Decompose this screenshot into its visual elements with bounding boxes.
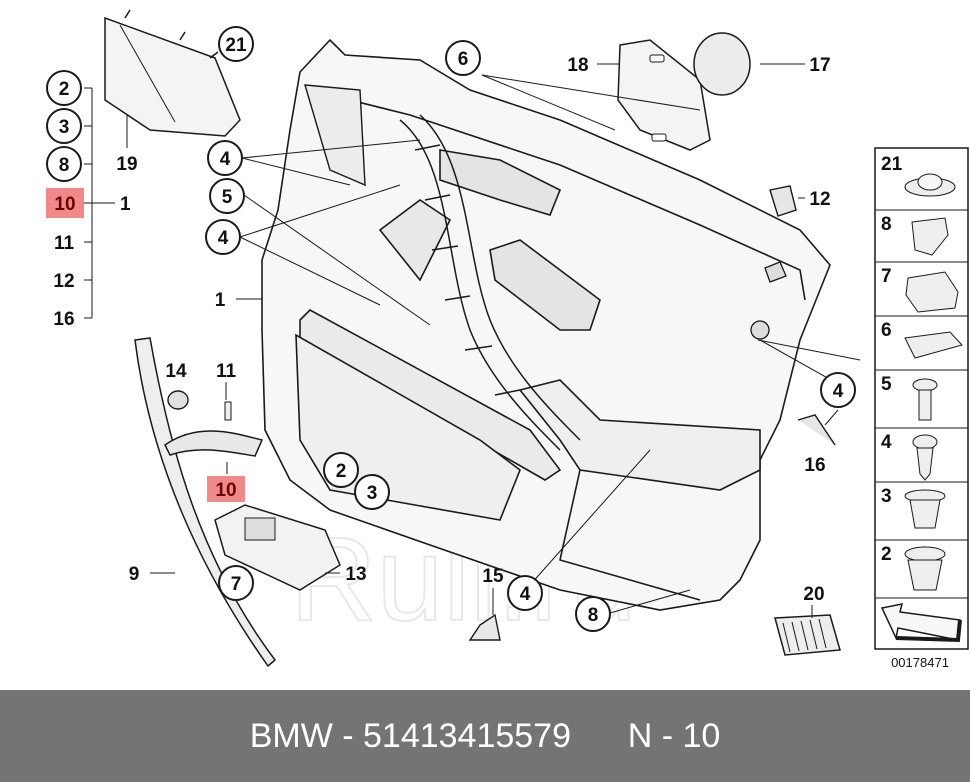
callout-label-highlighted: 10 bbox=[215, 480, 236, 501]
callout-circle bbox=[218, 26, 254, 62]
callout-circle bbox=[205, 219, 241, 255]
speaker-grille-17 bbox=[693, 32, 751, 96]
footer-bar: BMW - 51413415579 N - 10 bbox=[0, 690, 970, 782]
callout-label: 11 bbox=[54, 233, 75, 254]
callout-label: 12 bbox=[809, 189, 830, 210]
expanding-nut-3-icon bbox=[904, 489, 946, 529]
callout-label: 2 bbox=[59, 79, 70, 100]
screw-4-icon bbox=[912, 434, 938, 481]
callout-label: 16 bbox=[804, 455, 825, 476]
cap-14 bbox=[167, 390, 189, 410]
callout-label: 3 bbox=[367, 483, 378, 504]
callout-label: 8 bbox=[588, 605, 599, 626]
callout-circle bbox=[207, 140, 243, 176]
callout-label: 17 bbox=[809, 55, 830, 76]
pin-16 bbox=[797, 414, 836, 446]
drawing-number: 00178471 bbox=[891, 655, 949, 670]
trim-strip-9 bbox=[134, 337, 277, 668]
callout-label: 19 bbox=[116, 154, 137, 175]
footer-gap bbox=[571, 717, 628, 756]
footer-brand: BMW bbox=[249, 716, 333, 755]
door-trim-panel bbox=[261, 38, 831, 611]
callout-circle bbox=[507, 575, 543, 611]
footer-part-number: 51413415579 bbox=[363, 716, 572, 755]
highlight-box bbox=[207, 476, 245, 502]
clip-7-icon bbox=[905, 271, 959, 313]
callout-label: 20 bbox=[803, 584, 824, 605]
callout-circle bbox=[46, 70, 82, 106]
callout-label: 3 bbox=[59, 117, 70, 138]
handle-cover-10 bbox=[164, 430, 264, 457]
door-grab-handle bbox=[399, 114, 581, 451]
callout-label: 6 bbox=[458, 49, 469, 70]
callout-circle bbox=[209, 178, 245, 214]
mirror-triangle-cover bbox=[304, 84, 366, 187]
callout-label: 1 bbox=[120, 194, 131, 215]
screw-5-icon bbox=[912, 378, 938, 421]
legend-number: 2 bbox=[881, 544, 892, 565]
callout-label: 4 bbox=[833, 381, 844, 402]
legend-number: 4 bbox=[881, 432, 892, 453]
door-screw-point bbox=[750, 320, 770, 340]
callout-label: 8 bbox=[59, 155, 70, 176]
legend-number: 6 bbox=[881, 320, 892, 341]
callout-label: 18 bbox=[567, 55, 588, 76]
footer-position: N - 10 bbox=[627, 716, 721, 755]
clip-12 bbox=[769, 185, 797, 217]
clip-15 bbox=[468, 613, 501, 641]
legend-number: 7 bbox=[881, 266, 892, 287]
callout-label: 2 bbox=[336, 461, 347, 482]
callout-circle bbox=[46, 108, 82, 144]
callout-label: 5 bbox=[222, 187, 233, 208]
legend-number: 8 bbox=[881, 214, 892, 235]
callout-label: 16 bbox=[53, 309, 74, 330]
footer-separator: - bbox=[332, 716, 363, 755]
expanding-nut-2-icon bbox=[904, 546, 946, 591]
callout-label: 14 bbox=[165, 361, 187, 382]
callout-circle bbox=[323, 452, 359, 488]
pin-11 bbox=[224, 401, 232, 421]
callout-circle bbox=[354, 474, 390, 510]
callout-label: 21 bbox=[225, 35, 247, 56]
callout-label: 13 bbox=[345, 564, 366, 585]
legend-number: 5 bbox=[881, 374, 892, 395]
nut-6-icon bbox=[904, 331, 963, 359]
legend-number: 3 bbox=[881, 486, 892, 507]
leader-lines bbox=[84, 63, 861, 618]
callout-circle bbox=[820, 372, 856, 408]
highlight-box bbox=[46, 188, 84, 218]
callout-circle bbox=[218, 565, 254, 601]
callout-label: 4 bbox=[218, 228, 229, 249]
callout-label: 11 bbox=[216, 361, 237, 382]
callout-label: 15 bbox=[482, 566, 504, 587]
callout-label: 7 bbox=[231, 574, 242, 595]
callout-label: 1 bbox=[215, 290, 226, 311]
door-clip-12 bbox=[764, 261, 787, 283]
legend-number: 21 bbox=[881, 154, 903, 175]
callout-label: 4 bbox=[520, 584, 531, 605]
callout-label: 9 bbox=[129, 564, 140, 585]
callout-label-highlighted: 10 bbox=[54, 194, 75, 215]
callout-circle bbox=[575, 596, 611, 632]
fastener-legend: 21 8 7 6 5 4 3 2 bbox=[874, 147, 969, 650]
callout-circle bbox=[445, 40, 481, 76]
speaker-cover-18 bbox=[617, 39, 711, 151]
callout-circle bbox=[46, 146, 82, 182]
clip-8-icon bbox=[911, 217, 949, 256]
parts-diagram: Ruli.ru bbox=[46, 9, 969, 670]
callout-label: 4 bbox=[220, 149, 231, 170]
callout-label: 12 bbox=[53, 271, 74, 292]
triangle-trim-19 bbox=[104, 16, 241, 137]
